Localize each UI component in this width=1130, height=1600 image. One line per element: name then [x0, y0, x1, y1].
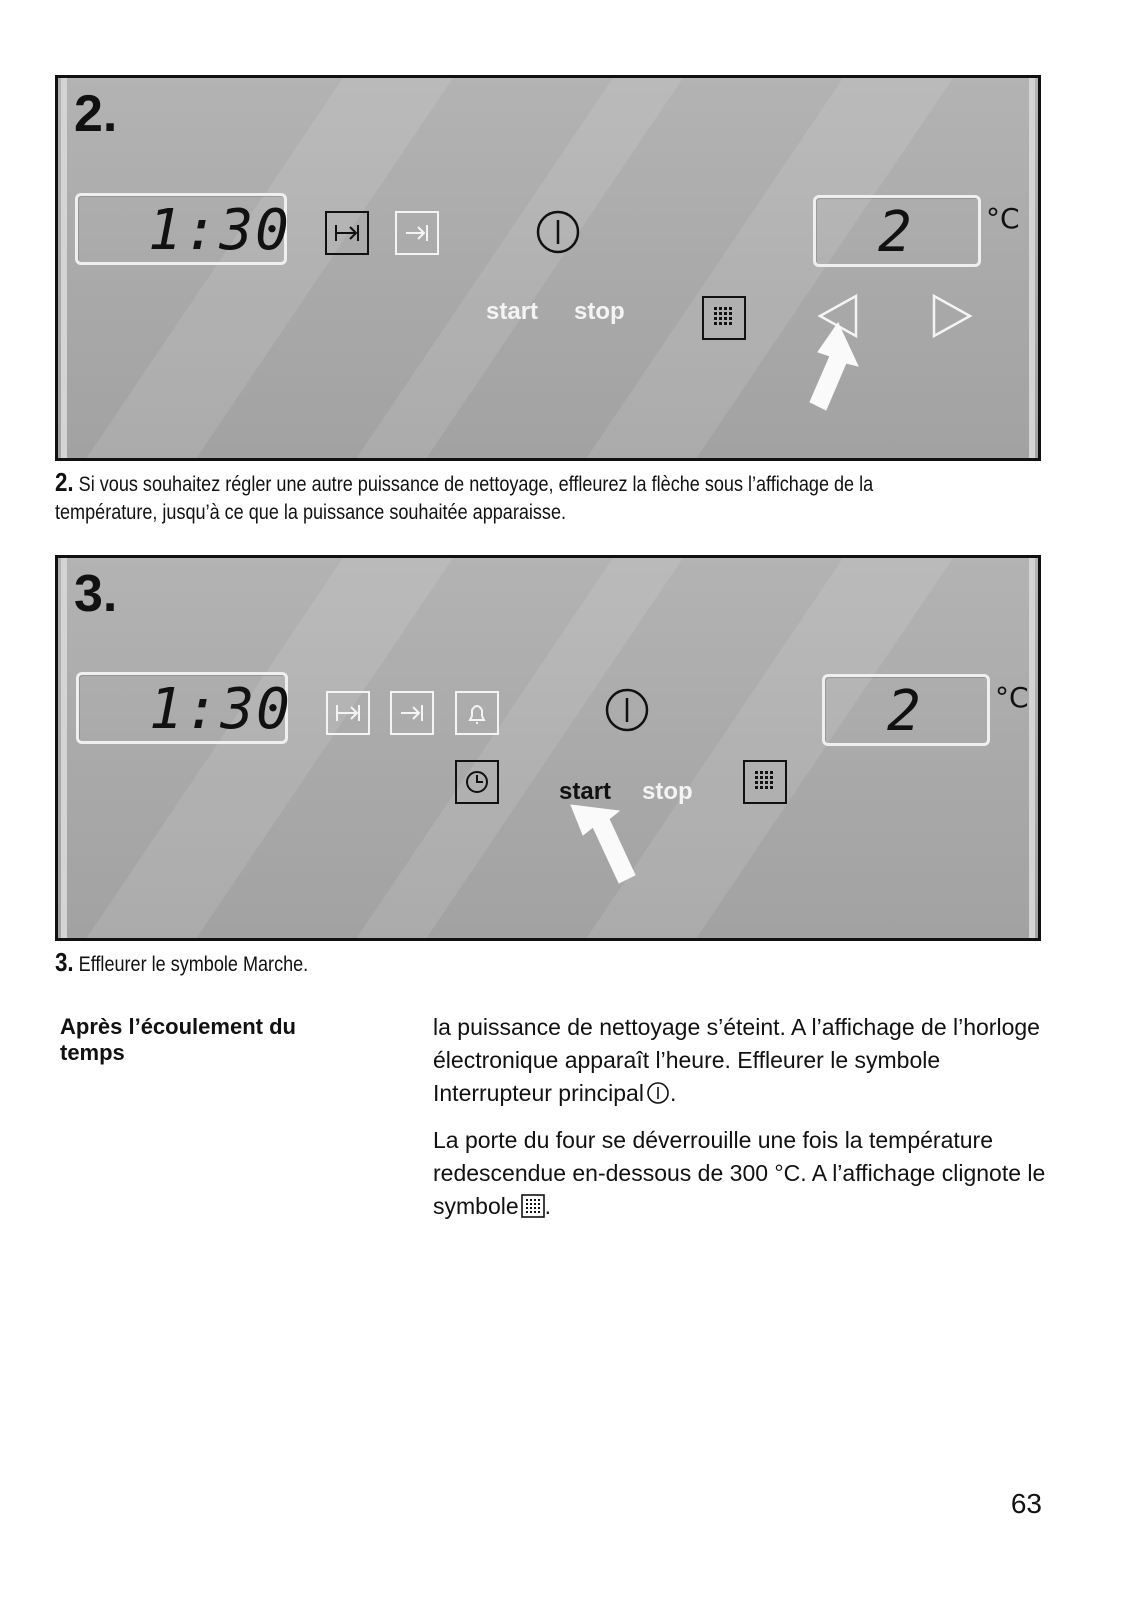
cooking-time-icon[interactable]	[325, 211, 369, 255]
grid-icon[interactable]	[702, 296, 746, 340]
caption-text: Effleurer le symbole Marche.	[78, 953, 309, 976]
power-icon[interactable]	[534, 208, 582, 256]
paragraph-2-end: .	[544, 1193, 552, 1219]
pointer-arrow	[809, 321, 859, 411]
end-time-icon[interactable]	[395, 211, 439, 255]
arrow-right-icon[interactable]	[928, 292, 978, 342]
clock-display: 1:30	[75, 193, 289, 265]
temperature-display: 2	[822, 674, 990, 746]
pointer-arrow	[570, 804, 636, 884]
clock-value: 1:30	[148, 198, 291, 263]
temperature-display: 2	[813, 195, 981, 267]
step-number: 3.	[74, 565, 118, 623]
paragraph-1-end: .	[669, 1080, 677, 1106]
caption-step-2: 2. Si vous souhaitez régler une autre pu…	[55, 468, 873, 499]
page-number: 63	[1010, 1488, 1042, 1519]
display-panel-step-3: 3. 1:30 2 °C start stop	[55, 555, 1041, 941]
display-panel-step-2: 2. 1:30 2 °C start stop	[55, 75, 1041, 461]
power-icon[interactable]	[603, 686, 651, 734]
paragraph-2: La porte du four se déverrouille une foi…	[433, 1124, 1053, 1223]
temperature-value: 2	[887, 679, 923, 744]
paragraph-2-text: La porte du four se déverrouille une foi…	[433, 1127, 1046, 1219]
clock-icon[interactable]	[455, 760, 499, 804]
caption-step-2-line-2: température, jusqu’à ce que la puissance…	[55, 501, 567, 524]
grid-icon	[520, 1194, 545, 1218]
clock-display: 1:30	[76, 672, 290, 744]
start-button[interactable]: start	[559, 778, 612, 805]
celsius-unit: °C	[995, 681, 1029, 714]
caption-line-1: Si vous souhaitez régler une autre puiss…	[78, 473, 874, 496]
start-button[interactable]: start	[486, 298, 539, 325]
power-icon	[647, 1082, 669, 1104]
cooking-time-icon[interactable]	[326, 691, 370, 735]
step-number: 2.	[74, 85, 118, 143]
paragraph-1-text: la puissance de nettoyage s’éteint. A l’…	[433, 1014, 1040, 1106]
caption-step-3: 3. Effleurer le symbole Marche.	[55, 948, 308, 979]
celsius-unit: °C	[986, 202, 1020, 235]
stop-button[interactable]: stop	[574, 298, 625, 325]
end-time-icon[interactable]	[390, 691, 434, 735]
clock-value: 1:30	[149, 677, 292, 742]
temperature-value: 2	[878, 200, 914, 265]
grid-icon[interactable]	[743, 760, 787, 804]
stop-button[interactable]: stop	[642, 778, 693, 805]
caption-number: 3.	[55, 947, 74, 977]
caption-number: 2.	[55, 467, 74, 497]
paragraph-1: la puissance de nettoyage s’éteint. A l’…	[433, 1011, 1053, 1110]
section-heading: Après l’écoulement du temps	[60, 1014, 296, 1065]
timer-bell-icon[interactable]	[455, 691, 499, 735]
